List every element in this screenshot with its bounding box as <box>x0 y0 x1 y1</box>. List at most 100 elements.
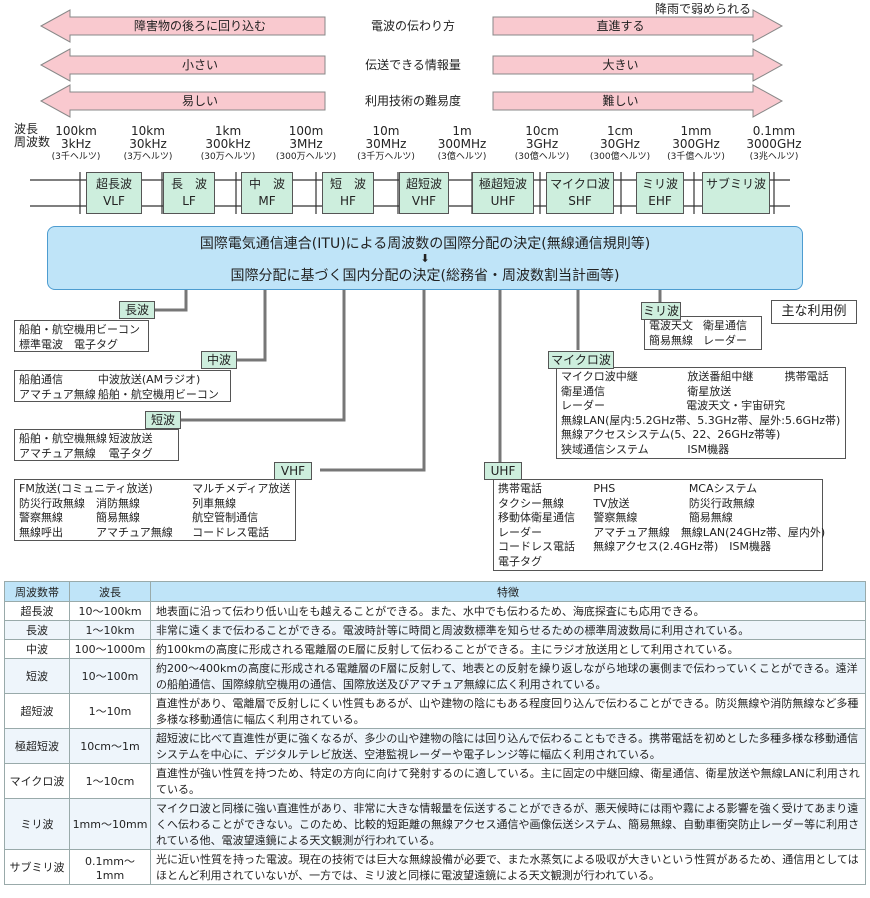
use-row: 標準電波 電子タグ <box>19 338 144 353</box>
arrow-left-1: 障害物の後ろに回り込む <box>133 19 266 33</box>
use-item: 警察無線 簡易無線 <box>19 511 140 524</box>
use-tag-vhf: VHF <box>274 462 312 480</box>
use-row: 移動体衛星通信警察無線簡易無線 <box>498 511 818 526</box>
band-name: 短 波 <box>329 177 366 191</box>
scale-note: (300億ヘルツ) <box>589 152 651 162</box>
col-header-feature: 特徴 <box>150 581 866 602</box>
use-item: アマチュア無線 無線LAN(24GHz帯、屋内外) <box>593 525 826 539</box>
use-row: レーダー 電波天文・宇宙研究 <box>561 399 841 414</box>
use-row: アマチュア無線電子タグ <box>19 447 174 462</box>
use-item: 電波天文・宇宙研究 <box>686 399 786 412</box>
use-item: 列車無線 <box>192 496 237 510</box>
band-code: SHF <box>568 194 592 208</box>
scale-note: (30億ヘルツ) <box>514 152 570 162</box>
cell-wavelength: 0.1mm〜1mm <box>69 849 151 885</box>
use-item: 無線アクセス(2.4GHz帯) ISM機器 <box>593 540 771 553</box>
use-tag-uhf: UHF <box>484 462 522 480</box>
cell-band: 超長波 <box>4 601 70 621</box>
use-item: マルチメディア放送 <box>192 482 291 495</box>
use-tag-shf: マイクロ波 <box>548 351 614 369</box>
scale-note: (3千万ヘルツ) <box>357 152 415 162</box>
use-row: 防災行政無線 消防無線列車無線 <box>19 497 291 512</box>
use-item: 航空管制通信 <box>192 511 259 524</box>
cell-wavelength: 1〜10m <box>69 693 151 729</box>
arrow-right-3: 難しい <box>602 94 639 108</box>
scale-note: (300万ヘルツ) <box>275 152 337 162</box>
band-code: UHF <box>490 194 516 208</box>
use-row: コードレス電話無線アクセス(2.4GHz帯) ISM機器 <box>498 540 818 555</box>
cell-feature: 非常に遠くまで伝わることができる。電波時計等に時間と周波数標準を知らせるための標… <box>150 620 866 640</box>
scale-frequency: 3000GHz <box>746 137 802 151</box>
cell-band: 超短波 <box>4 693 70 729</box>
scale-wavelength: 1mm <box>680 124 712 138</box>
use-item: 船舶・航空機無線 <box>19 432 107 445</box>
scale-note: (3万ヘルツ) <box>123 152 173 162</box>
use-item: 電波天文 <box>649 319 693 332</box>
use-item: レーダー <box>498 525 542 539</box>
band-name: 極超短波 <box>478 177 527 191</box>
rain-note: 降雨で弱められる <box>655 2 752 16</box>
use-row: 簡易無線レーダー <box>649 334 757 349</box>
scale-wavelength: 10km <box>131 124 165 138</box>
down-arrow-icon: ⬇ <box>420 252 430 265</box>
col-header-band: 周波数帯 <box>4 581 70 602</box>
use-item: TV放送 <box>593 496 630 510</box>
use-box-lf: 船舶・航空機用ビーコン標準電波 電子タグ <box>14 320 149 352</box>
cell-band: マイクロ波 <box>4 763 70 799</box>
use-item: 携帯電話 <box>784 370 829 383</box>
scale-wavelength: 1km <box>214 124 242 138</box>
scale-note: (3億ヘルツ) <box>437 152 487 162</box>
band-name: 超長波 <box>95 177 132 191</box>
cell-wavelength: 1〜10cm <box>69 763 151 799</box>
scale-wavelength: 1cm <box>607 124 633 138</box>
band-code: HF <box>340 194 356 208</box>
use-row: FM放送(コミュニティ放送)マルチメディア放送 <box>19 482 291 497</box>
cell-band: サブミリ波 <box>4 849 70 885</box>
use-item: 警察無線 <box>593 511 638 524</box>
cell-feature: 直進性があり、電離層で反射しにくい性質もあるが、山や建物の陰にもある程度回り込ん… <box>150 693 866 729</box>
band-name: ミリ波 <box>641 177 678 191</box>
use-item: 短波放送 <box>108 432 153 445</box>
itu-line-domestic: 国際分配に基づく国内分配の決定(総務省・周波数割当計画等) <box>230 268 620 284</box>
use-row: マイクロ波中継放送番組中継携帯電話 <box>561 370 841 385</box>
use-item: アマチュア無線 <box>19 446 96 460</box>
use-row: 電波天文衛星通信 <box>649 319 757 334</box>
scale-note: (3兆ヘルツ) <box>749 152 799 162</box>
itu-line-international: 国際電気通信連合(ITU)による周波数の国際分配の決定(無線通信規則等) <box>199 236 651 252</box>
use-box-shf: マイクロ波中継放送番組中継携帯電話衛星通信衛星放送レーダー電波天文・宇宙研究無線… <box>556 367 846 459</box>
band-code: VLF <box>103 194 125 208</box>
band-box: 超長波 VLF <box>86 172 142 214</box>
arrow-mid-2: 伝送できる情報量 <box>365 58 461 72</box>
scale-wavelength: 100km <box>55 124 97 138</box>
arrow-right-1: 直進する <box>596 19 645 33</box>
arrow-mid-3: 利用技術の難易度 <box>364 94 461 108</box>
scale-note: (3千億ヘルツ) <box>667 152 725 162</box>
use-item: マイクロ波中継 <box>561 370 638 383</box>
cell-wavelength: 100〜1000m <box>69 639 151 659</box>
use-item: 船舶通信 <box>19 373 63 386</box>
use-item: 船舶・航空機用ビーコン <box>97 387 219 401</box>
band-code: LF <box>182 194 196 208</box>
use-item: レーダー <box>561 399 605 412</box>
cell-wavelength: 10〜100m <box>69 658 151 694</box>
use-item: 船舶・航空機用ビーコン <box>19 323 140 336</box>
cell-feature: 地表面に沿って伝わり低い山をも越えることができる。また、水中でも伝わるため、海底… <box>150 601 866 621</box>
scale-frequency: 300MHz <box>437 137 487 151</box>
arrow-mid-1: 電波の伝わり方 <box>370 19 455 33</box>
scale-wavelength: 1m <box>452 124 472 138</box>
itu-allocation-box: 国際電気通信連合(ITU)による周波数の国際分配の決定(無線通信規則等) ⬇ 国… <box>47 226 803 290</box>
